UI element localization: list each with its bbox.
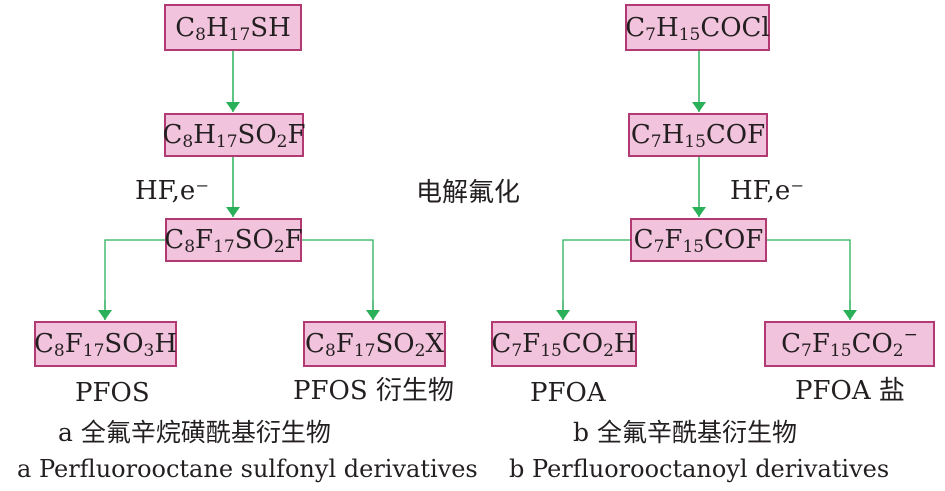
caption-a-english: a Perfluorooctane sulfonyl derivatives [17, 455, 478, 483]
product-label-pfos-derivatives: PFOS 衍生物 [293, 376, 454, 406]
caption-b-chinese: b 全氟辛酰基衍生物 [573, 418, 797, 447]
formula-part: 15 [829, 341, 852, 361]
formula-part: 2 [603, 341, 614, 361]
formula-part: 3 [143, 341, 155, 361]
formula-part: 8 [195, 24, 206, 45]
formula-part: 15 [540, 341, 562, 361]
formula-part: SO [104, 329, 144, 359]
formula-part: CO [851, 329, 893, 359]
formula-part: SO [234, 225, 274, 255]
caption-b-english: b Perfluorooctanoyl derivatives [509, 455, 890, 483]
formula-part: 7 [801, 341, 812, 361]
formula-part: 17 [353, 341, 376, 361]
formula-part: 2 [273, 237, 285, 257]
formula-part: 15 [682, 237, 705, 257]
formula-part: COCl [700, 12, 770, 43]
formula-part: 17 [213, 237, 235, 257]
formula-part: F [811, 329, 830, 359]
formula-part: COF [704, 225, 764, 255]
formula-part: COF [705, 120, 766, 150]
caption-a-chinese: a 全氟辛烷磺酰基衍生物 [58, 418, 331, 447]
formula-part: 2 [892, 341, 904, 361]
formula-part: CO [561, 329, 604, 359]
formula-part: C [33, 329, 54, 359]
formula-part: F [664, 225, 683, 255]
formula-part: C [164, 225, 185, 255]
formula-part: C [625, 12, 646, 43]
formula-part: 17 [82, 341, 105, 361]
formula-part: H [613, 329, 637, 359]
formula-part: SH [250, 12, 291, 43]
reaction-condition-right: HF,e⁻ [730, 176, 805, 206]
formula-part: H [661, 120, 685, 150]
formula-part: C [162, 120, 183, 150]
formula-part: 7 [650, 132, 662, 152]
formula-part: 8 [53, 341, 65, 361]
formula-part: 8 [184, 237, 196, 257]
formula-part: SO [237, 120, 277, 150]
formula-part: F [287, 120, 306, 150]
product-label-pfos: PFOS [75, 378, 150, 408]
formula-part: 7 [511, 341, 523, 361]
formula-part: 17 [228, 24, 251, 45]
formula-part: 2 [414, 341, 426, 361]
formula-part: F [64, 329, 83, 359]
formula-part: F [284, 225, 303, 255]
formula-part: 8 [182, 132, 194, 152]
formula-part: 15 [684, 132, 706, 152]
branch-line-right [562, 239, 851, 320]
formula-part: C [491, 329, 512, 359]
product-label-pfoa: PFOA [530, 378, 606, 408]
formula-part: − [903, 325, 918, 345]
formula-part: X [425, 329, 444, 359]
formula-part: H [205, 12, 229, 43]
formula-part: C [781, 329, 802, 359]
formula-part: 17 [215, 132, 238, 152]
formula-part: C [305, 329, 325, 359]
formula-part: C [630, 120, 651, 150]
formula-part: F [335, 329, 354, 359]
formula-part: H [193, 120, 216, 150]
product-label-pfoa-salt: PFOA 盐 [795, 376, 905, 406]
formula-part: H [154, 329, 178, 359]
formula-part: C [633, 225, 654, 255]
reaction-condition-left: HF,e⁻ [135, 176, 210, 206]
formula-part: SO [375, 329, 415, 359]
formula-part: 15 [678, 24, 701, 45]
branch-line-left [104, 239, 374, 320]
formula-part: F [195, 225, 214, 255]
process-label-center: 电解氟化 [416, 178, 521, 208]
formula-part: 7 [653, 237, 665, 257]
formula-part: C [175, 12, 196, 43]
formula-part: 7 [645, 24, 656, 45]
formula-part: 8 [324, 341, 336, 361]
formula-part: H [656, 12, 679, 43]
formula-part: 2 [276, 132, 288, 152]
formula-part: F [522, 329, 541, 359]
